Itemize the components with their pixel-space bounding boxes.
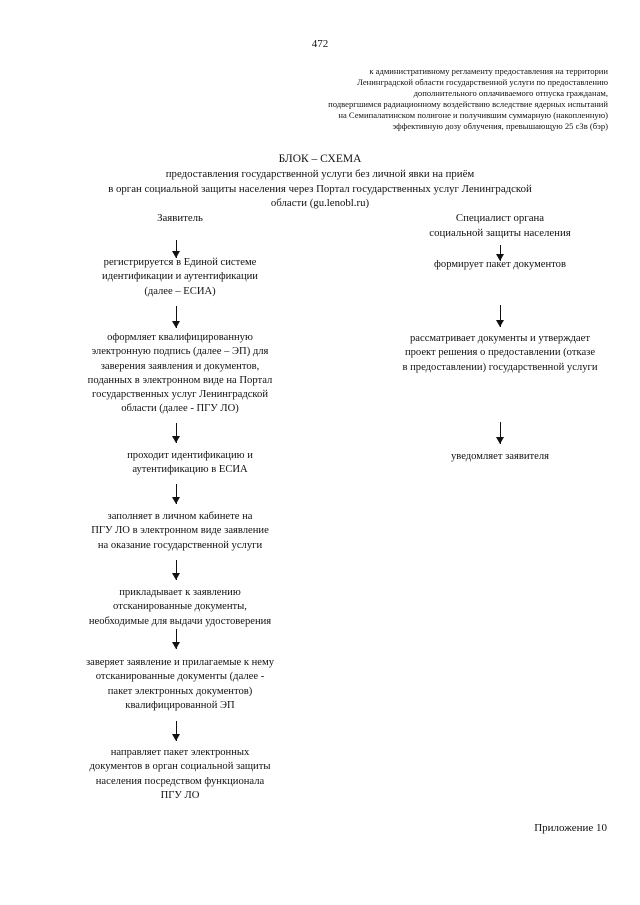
flow-arrow [496, 245, 505, 261]
annex-note-line: на Семипалатинском полигоне и получившим… [338, 110, 608, 120]
subtitle-line: в орган социальной защиты населения чере… [108, 182, 532, 195]
step-send-package: направляет пакет электронных документов … [89, 747, 271, 801]
annex-note-line: подвергшимся радиационному воздействию в… [328, 99, 608, 109]
step-identification: проходит идентификацию и аутентификацию … [127, 450, 253, 476]
scheme-subtitle: предоставления государственной услуги бе… [40, 167, 600, 211]
annex-note-line: Ленинградской области государственной ус… [357, 77, 608, 87]
step-get-signature: оформляет квалифицированную электронную … [87, 332, 273, 415]
annex-note-line: дополнительного оплачиваемого отпуска гр… [413, 88, 608, 98]
annex-note-line: эффективную дозу облучения, превышающую … [392, 121, 608, 131]
flow-arrow [496, 305, 505, 327]
flow-arrow [172, 306, 181, 328]
step-form-package: формирует пакет документов [434, 259, 566, 270]
annex-note-line: к административному регламенту предостав… [369, 66, 608, 76]
subtitle-line: предоставления государственной услуги бе… [165, 168, 475, 180]
flow-arrow [172, 560, 181, 580]
specialist-heading: Специалист органа социальной защиты насе… [429, 212, 571, 239]
step-review-decision: рассматривает документы и утверждает про… [402, 333, 598, 373]
step-register-esia: регистрируется в Единой системе идентифи… [102, 257, 258, 297]
flow-arrow [172, 240, 181, 258]
appendix-label: Приложение 10 [534, 822, 607, 834]
page-number: 472 [311, 38, 329, 50]
step-notify-applicant: уведомляет заявителя [450, 451, 550, 462]
annex-note: к административному регламенту предостав… [278, 66, 608, 132]
applicant-heading: Заявитель [157, 212, 203, 224]
step-sign-package: заверяет заявление и прилагаемые к нему … [85, 657, 274, 711]
flow-arrow [496, 422, 505, 444]
scheme-title: БЛОК – СХЕМА [278, 153, 362, 165]
step-fill-application: заполняет в личном кабинете на ПГУ ЛО в … [91, 511, 269, 551]
flow-arrow [172, 629, 181, 649]
subtitle-line: области (gu.lenobl.ru) [270, 197, 370, 209]
step-attach-documents: прикладывает к заявлению отсканированные… [88, 587, 272, 627]
flow-arrow [172, 721, 181, 741]
flow-arrow [172, 484, 181, 504]
flow-arrow [172, 423, 181, 443]
